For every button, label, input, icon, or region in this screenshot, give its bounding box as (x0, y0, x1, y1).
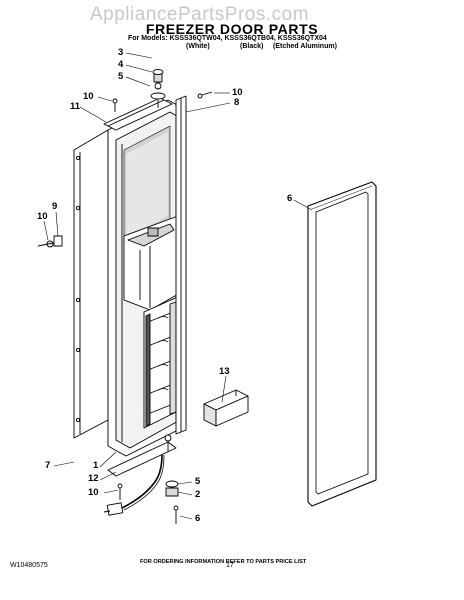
wire-harness (103, 454, 165, 516)
callout-10-bottom: 10 (88, 487, 99, 498)
callout-12: 12 (88, 473, 99, 484)
callout-7: 7 (45, 460, 51, 471)
callout-9: 9 (52, 201, 58, 212)
document-id: W10480575 (10, 562, 48, 569)
bottom-hinge-bracket (107, 434, 177, 477)
callout-10-top-right: 10 (232, 87, 243, 98)
variant-black: (Black) (240, 43, 264, 50)
callout-4: 4 (118, 59, 124, 70)
page-title: FREEZER DOOR PARTS (145, 21, 319, 37)
model-list: For Models: KSSS36QTW04, KSSS36QTB04, KS… (128, 35, 327, 42)
door-liner (107, 99, 187, 457)
callout-3: 3 (118, 47, 124, 58)
callout-2: 2 (195, 489, 201, 500)
callout-13: 13 (219, 366, 230, 377)
top-hinge-bracket (103, 69, 173, 131)
leader-lines (43, 52, 313, 520)
callout-6-bottom: 6 (195, 513, 201, 524)
side-screw (37, 235, 63, 248)
callout-1: 1 (93, 460, 99, 471)
callout-10-top-left: 10 (83, 91, 94, 102)
callout-5-top: 5 (118, 71, 124, 82)
variant-white: (White) (186, 43, 210, 50)
bottom-hardware (117, 480, 179, 524)
callout-5-bottom: 5 (195, 476, 201, 487)
callout-10-left: 10 (37, 211, 48, 222)
callout-11: 11 (70, 101, 81, 112)
callout-8: 8 (234, 97, 240, 108)
door-outer-panel (73, 129, 109, 439)
watermark: AppliancePartsPros.com (90, 4, 310, 25)
variant-aluminum: (Etched Aluminum) (273, 43, 337, 50)
page-number: 17 (226, 562, 234, 569)
ordering-note: FOR ORDERING INFORMATION REFER TO PARTS … (140, 559, 307, 565)
callout-6-gasket: 6 (287, 193, 293, 204)
door-bin (203, 389, 249, 427)
door-gasket (307, 181, 377, 507)
top-screws (112, 91, 213, 112)
door-trim-strip (175, 95, 187, 435)
